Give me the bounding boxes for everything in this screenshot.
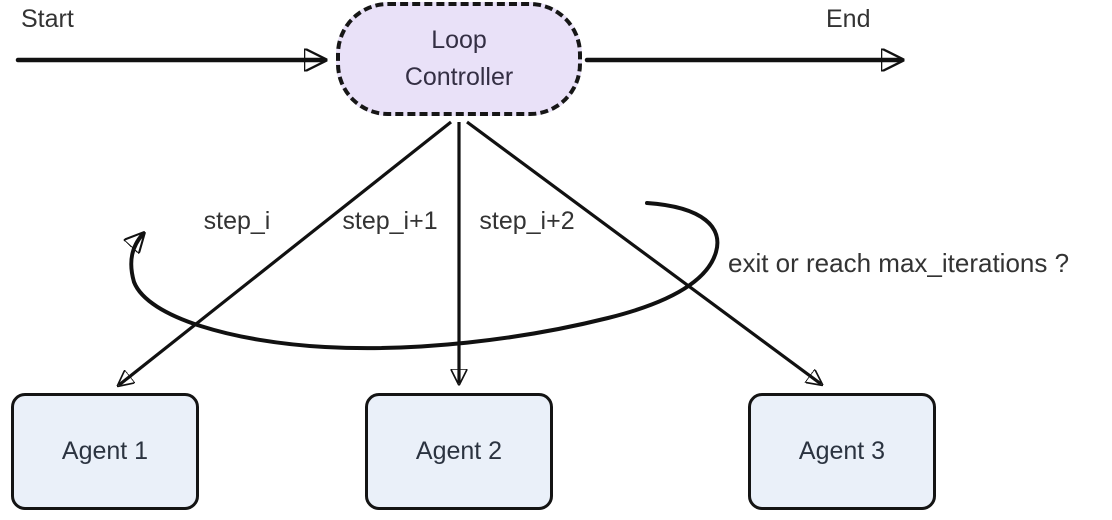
- edge-controller-to-agent-3: [466, 120, 821, 384]
- start-label: Start: [21, 5, 74, 33]
- edge-label-step-i-plus-1: step_i+1: [342, 207, 438, 235]
- end-label: End: [826, 5, 871, 33]
- agent-1-label: Agent 1: [61, 437, 149, 465]
- loop-controller-node: Loop Controller: [336, 2, 582, 116]
- loop-condition-label: exit or reach max_iterations ?: [728, 248, 1070, 278]
- loop-controller-label: Loop Controller: [404, 26, 514, 91]
- edge-label-step-i-plus-2: step_i+2: [479, 207, 575, 235]
- agent-2-node: Agent 2: [365, 393, 553, 510]
- agent-2-label: Agent 2: [415, 437, 503, 465]
- edge-controller-to-agent-1: [119, 120, 452, 385]
- agent-1-node: Agent 1: [11, 393, 199, 510]
- edge-label-step-i: step_i: [203, 207, 271, 235]
- agent-3-node: Agent 3: [748, 393, 936, 510]
- loop-iteration-curve-arrow: [131, 201, 720, 351]
- agent-3-label: Agent 3: [798, 437, 886, 465]
